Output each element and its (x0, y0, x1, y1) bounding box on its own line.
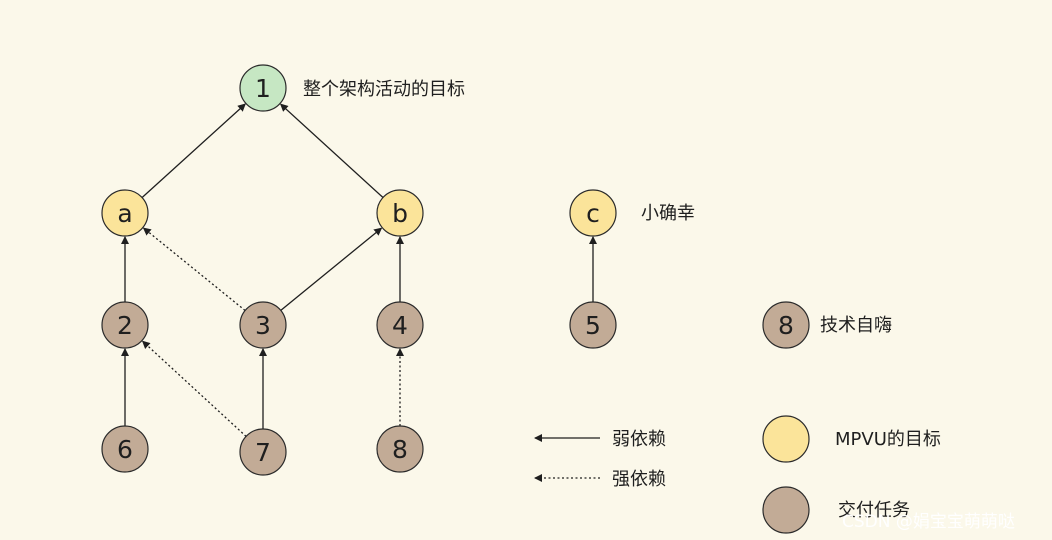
node-label: 7 (255, 438, 271, 467)
legend-mpvu-swatch (762, 415, 810, 463)
little-happiness-annotation: 小确幸 (641, 203, 695, 224)
goal-annotation: 整个架构活动的目标 (303, 79, 465, 100)
node-label: 8 (392, 435, 408, 464)
tech-fun-annotation: 技术自嗨 (820, 315, 892, 336)
legend-mpvu-label: MPVU的目标 (835, 429, 941, 450)
node-circle (239, 64, 287, 112)
node-n4: 4 (376, 301, 424, 349)
node-label: 5 (585, 311, 601, 340)
node-circle (376, 301, 424, 349)
node-nc: c (569, 189, 617, 237)
legend-task-label: 交付任务 (838, 500, 910, 521)
node-n2: 2 (101, 301, 149, 349)
edge-n7-to-n2 (141, 340, 247, 437)
watermark: CSDN @娟宝宝萌萌哒 (842, 512, 1015, 532)
node-n5: 5 (569, 301, 617, 349)
node-n8: 8 (376, 425, 424, 473)
node-n8b: 8 (762, 301, 810, 349)
node-na: a (101, 189, 149, 237)
edge-nb-to-n1 (279, 103, 384, 198)
node-label: c (586, 199, 600, 228)
node-label: 3 (255, 311, 271, 340)
node-circle (569, 189, 617, 237)
node-circle (569, 301, 617, 349)
node-n3: 3 (239, 301, 287, 349)
node-circle (376, 425, 424, 473)
node-circle (101, 301, 149, 349)
node-label: 8 (778, 311, 794, 340)
node-circle (239, 301, 287, 349)
node-circle (239, 428, 287, 476)
nodes-layer: 1 a b c 2 3 4 5 6 7 8 8 (101, 64, 810, 476)
node-n7: 7 (239, 428, 287, 476)
edge-na-to-n1 (141, 103, 246, 199)
node-circle (101, 189, 149, 237)
node-label: a (117, 199, 132, 228)
node-label: 6 (117, 435, 133, 464)
node-circle (376, 189, 424, 237)
edge-n3-to-na (142, 227, 246, 312)
edges-layer (121, 103, 597, 437)
node-n1: 1 (239, 64, 287, 112)
node-label: 4 (392, 311, 408, 340)
legend-strong-label: 强依赖 (612, 469, 666, 490)
node-label: 1 (255, 74, 271, 103)
node-circle (762, 301, 810, 349)
edge-n3-to-nb (280, 227, 383, 311)
node-circle (101, 425, 149, 473)
node-label: 2 (117, 311, 133, 340)
node-nb: b (376, 189, 424, 237)
node-n6: 6 (101, 425, 149, 473)
legend: 弱依赖 强依赖 MPVU的目标 交付任务 (534, 415, 941, 534)
node-label: b (392, 199, 408, 228)
legend-task-swatch (762, 486, 810, 534)
legend-weak-label: 弱依赖 (612, 429, 666, 450)
